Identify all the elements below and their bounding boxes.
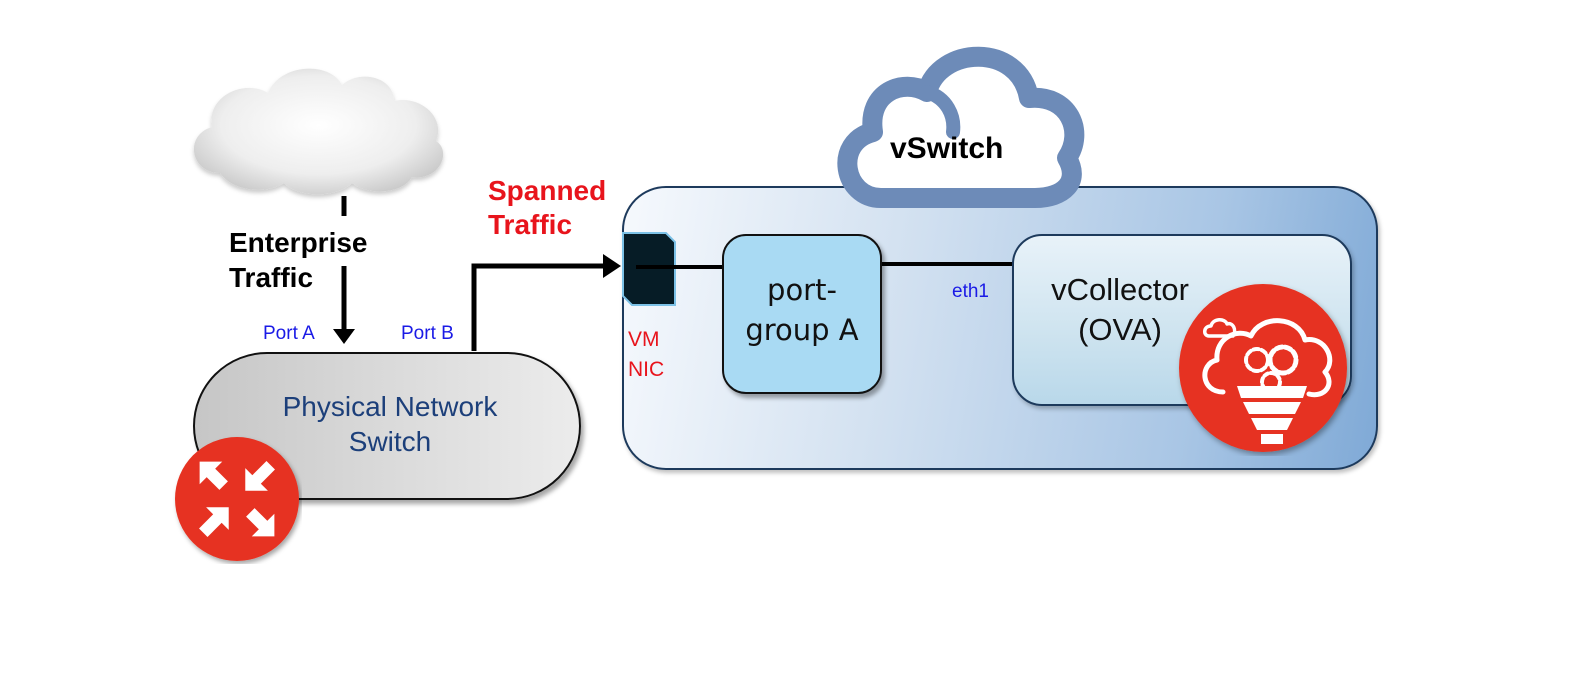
vm-nic-label-line2: NIC — [628, 358, 665, 381]
vm-nic-label-line1: VM — [628, 328, 660, 351]
vm-nic-icon — [622, 232, 676, 306]
enterprise-traffic-label-line2: Traffic — [229, 262, 314, 293]
cloud-collector-funnel-icon — [1179, 284, 1347, 452]
spanned-traffic-path — [471, 263, 604, 351]
spanned-arrowhead — [603, 254, 621, 278]
vcollector-label-line2: (OVA) — [1078, 312, 1162, 347]
vm-nic-label: VM NIC — [628, 325, 664, 385]
port-group-label-line1: port- — [767, 273, 837, 307]
enterprise-traffic-label-line1: Enterprise — [229, 227, 368, 258]
port-a-label: Port A — [263, 323, 315, 344]
vswitch-cloud-icon — [837, 46, 1085, 208]
port-group-label: port- group A — [722, 270, 882, 350]
vcollector-label-line1: vCollector — [1051, 272, 1189, 307]
port-b-label: Port B — [401, 323, 454, 344]
port-group-label-line2: group A — [745, 313, 859, 347]
physical-switch-label-line1: Physical Network — [282, 391, 498, 422]
port-group-a — [722, 234, 882, 394]
enterprise-cloud-icon — [193, 68, 444, 195]
physical-switch-label: Physical Network Switch — [250, 389, 530, 459]
router-icon — [175, 437, 299, 561]
spanned-traffic-label-line1: Spanned — [488, 175, 607, 206]
physical-switch-label-line2: Switch — [348, 426, 432, 457]
port-a-arrowhead — [333, 329, 355, 344]
vcollector-label: vCollector (OVA) — [1030, 270, 1210, 350]
enterprise-traffic-label: Enterprise Traffic — [229, 225, 368, 295]
vswitch-label: vSwitch — [890, 132, 1004, 165]
spanned-traffic-label-line2: Traffic — [488, 209, 573, 240]
spanned-traffic-label: Spanned Traffic — [488, 174, 606, 242]
eth1-label: eth1 — [952, 281, 989, 302]
